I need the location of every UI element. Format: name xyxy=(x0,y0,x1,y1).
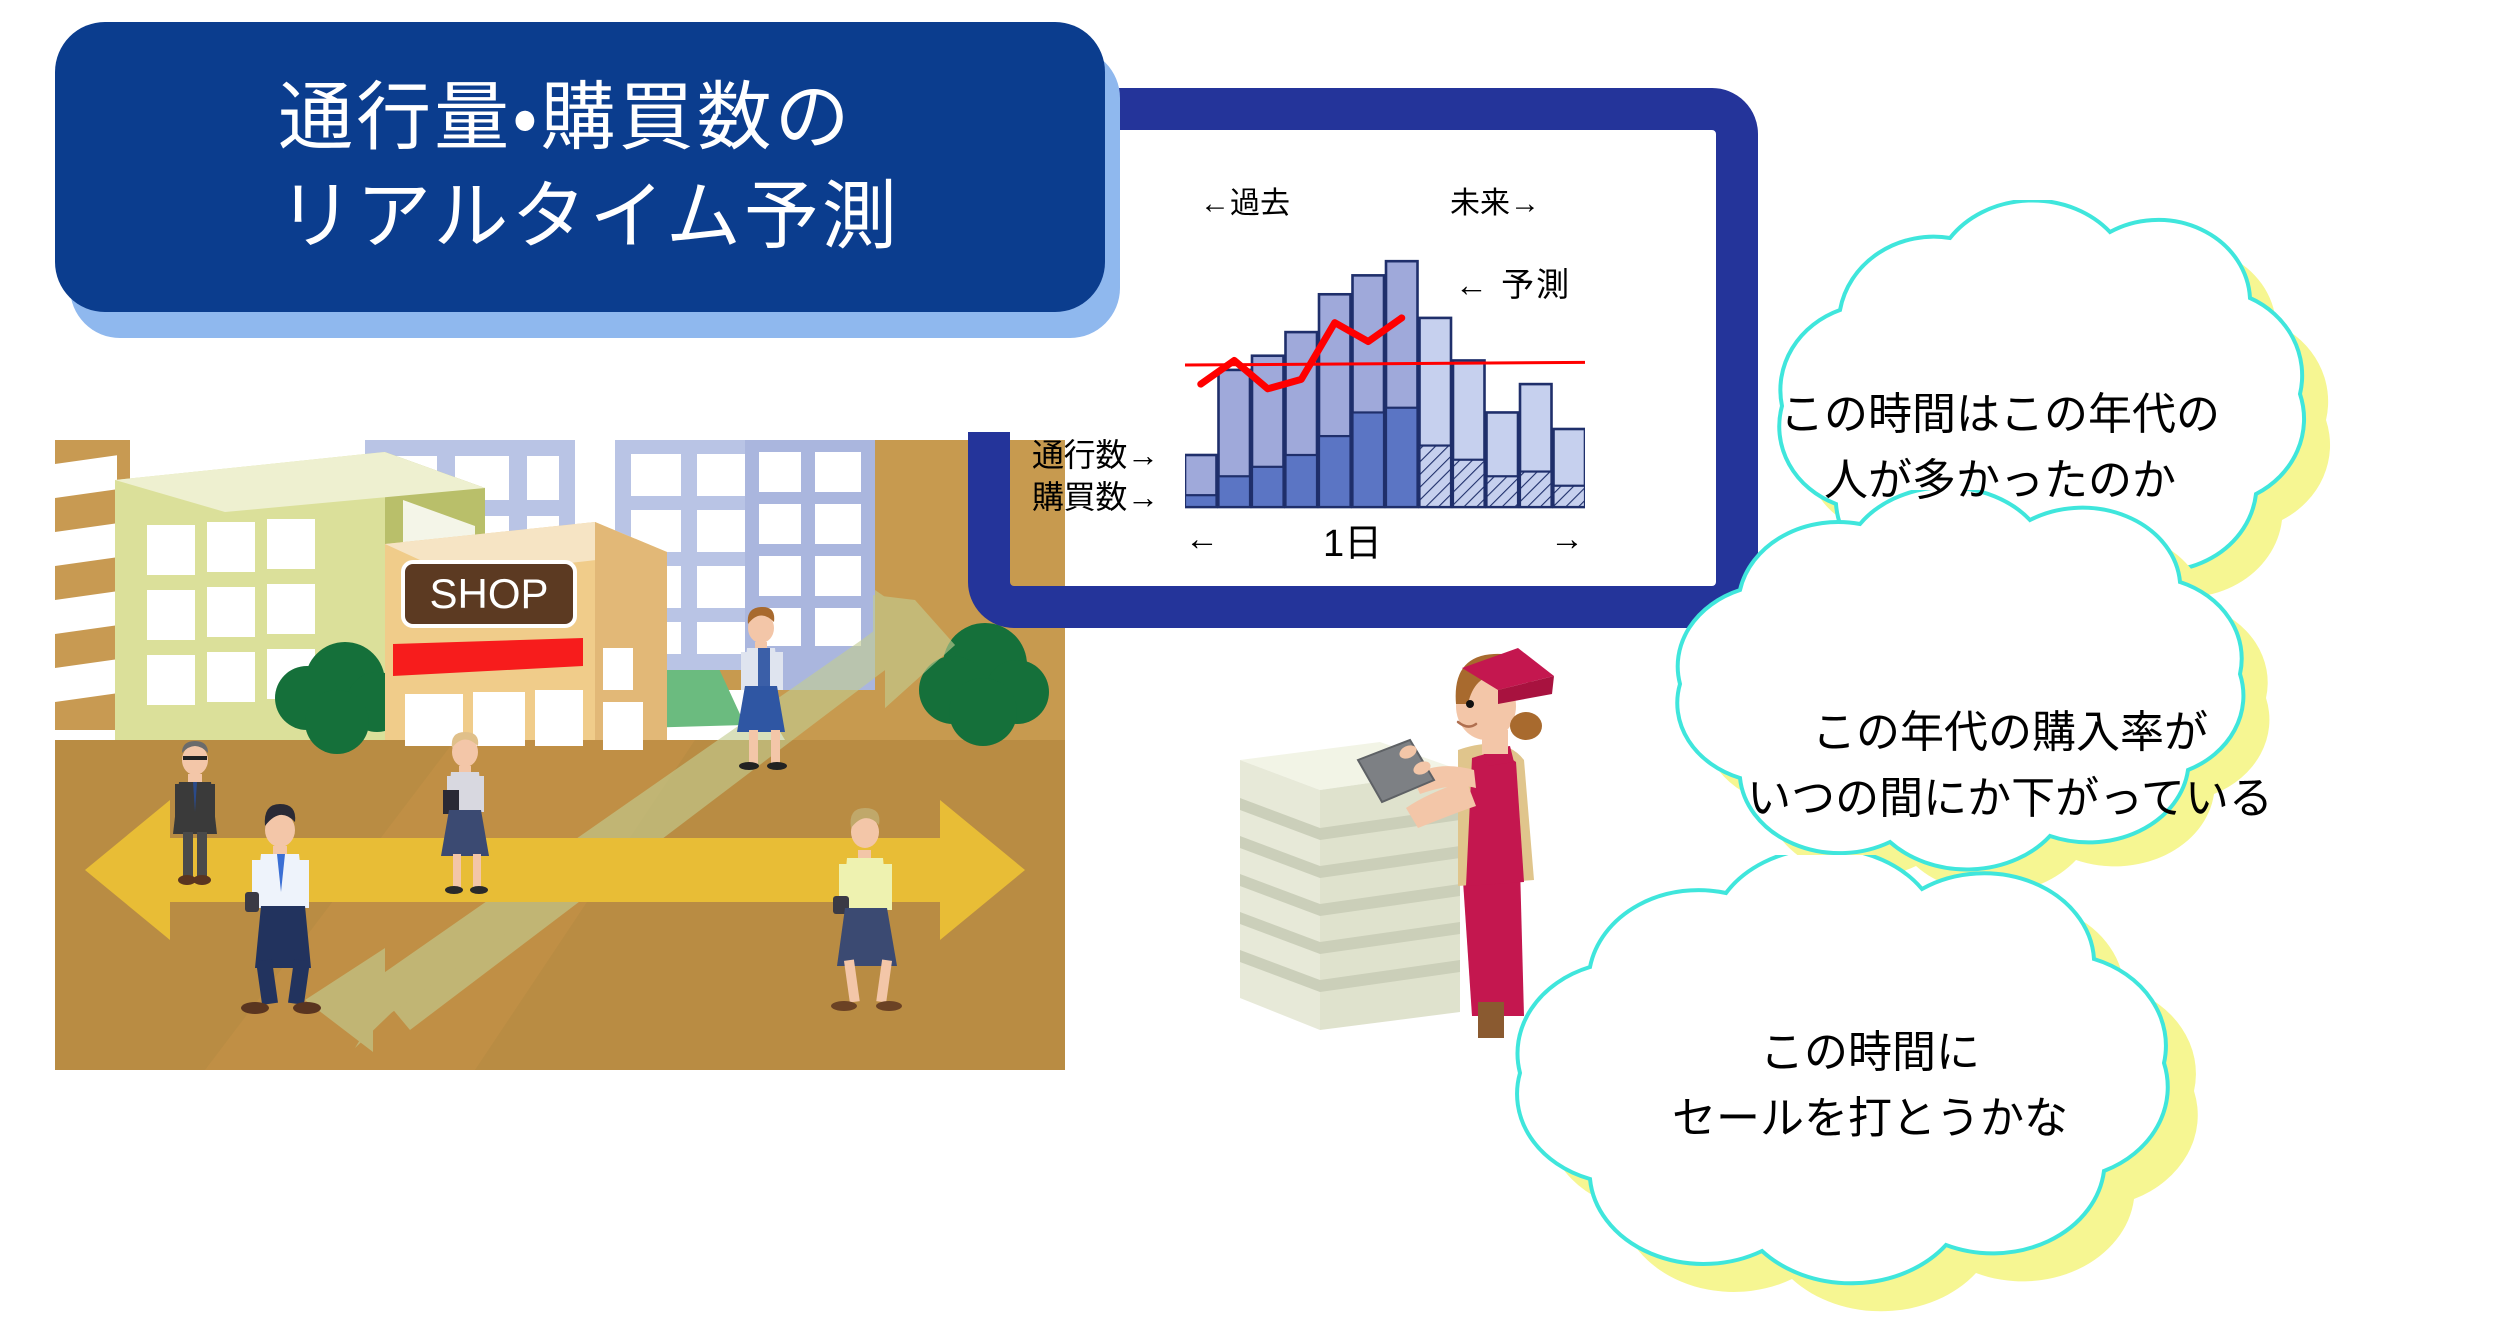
chart-legend-purchase: 購買数→ xyxy=(1032,479,1159,515)
speech-cloud-2-text: この年代の購入率が いつの間にか下がっている xyxy=(1747,708,2273,823)
arrow-diagonal xyxy=(305,590,955,1052)
chart-bar-purchase xyxy=(1185,494,1218,509)
street-scene-illustration: SHOP xyxy=(55,440,1065,1070)
chart-bar-purchase xyxy=(1317,434,1352,509)
chart-bar-purchase xyxy=(1217,475,1252,509)
clerk-figure xyxy=(1356,648,1554,1038)
chart-axis-center-label: 1日 xyxy=(1323,523,1383,565)
person-woman-shopper xyxy=(441,732,489,894)
person-woman-walking-upper xyxy=(737,606,787,770)
box-stack xyxy=(1240,742,1460,1030)
speech-cloud-1-text: この時間はこの年代の 人が多かったのか xyxy=(1780,390,2220,505)
chart-label-past: ←過去 xyxy=(1200,187,1290,220)
person-man-with-phone xyxy=(241,804,321,1014)
chart-bar-purchase xyxy=(1518,470,1553,509)
chart-bar-purchase xyxy=(1284,453,1319,509)
tree-left xyxy=(275,642,407,754)
chart-axis-right-arrow: → xyxy=(1550,520,1584,558)
chart-label-prediction: ← 予測 xyxy=(1455,266,1572,303)
speech-cloud-2 xyxy=(1580,490,2460,890)
title-box: 通行量・購買数の リアルタイム予測 xyxy=(55,22,1105,312)
chart-bar-purchase xyxy=(1552,484,1585,509)
chart-trend-line xyxy=(1197,314,1406,393)
chart-bar-purchase xyxy=(1485,475,1520,509)
traffic-purchase-bar-chart xyxy=(1185,225,1585,515)
speech-cloud-3-text: この時間に セールを打とうかな xyxy=(1672,1028,2068,1143)
person-woman-walking-right xyxy=(831,808,902,1011)
shop-building: SHOP xyxy=(385,522,667,750)
tree-right xyxy=(919,623,1049,746)
shop-clerk-illustration xyxy=(1230,630,1570,1060)
chart-bar-purchase xyxy=(1250,465,1285,509)
chart-axis-left-arrow: ← xyxy=(1185,520,1219,558)
chart-label-future: 未来→ xyxy=(1450,187,1540,220)
chart-bar-purchase xyxy=(1418,444,1453,509)
chart-bar-purchase xyxy=(1451,458,1486,509)
chart-legend-traffic: 通行数→ xyxy=(1032,437,1159,473)
chart-bar-purchase xyxy=(1384,406,1419,509)
arrow-horizontal xyxy=(85,800,1025,940)
speech-cloud-3 xyxy=(1420,855,2440,1315)
page-title: 通行量・購買数の リアルタイム予測 xyxy=(278,75,900,258)
chart-reference-line xyxy=(1185,360,1585,367)
person-businessman-standing xyxy=(173,741,217,885)
shop-sign-text: SHOP xyxy=(429,570,548,617)
chart-bar-purchase xyxy=(1351,411,1386,509)
